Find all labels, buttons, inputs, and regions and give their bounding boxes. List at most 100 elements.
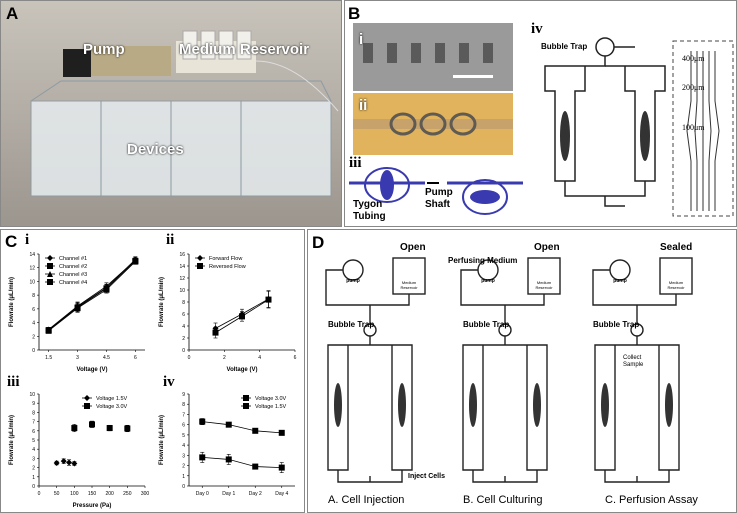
series-line bbox=[48, 260, 136, 331]
data-point bbox=[132, 257, 139, 264]
culture-chamber bbox=[601, 383, 609, 427]
data-point bbox=[45, 327, 52, 334]
legend-label: Voltage 1.5V bbox=[255, 404, 287, 410]
d-perfusing: Perfusing Medium bbox=[448, 256, 518, 265]
reservoir-text: Reservoir bbox=[400, 285, 418, 290]
data-point bbox=[53, 460, 60, 466]
d-bubble-3: Bubble Trap bbox=[593, 320, 640, 329]
data-point bbox=[74, 304, 81, 311]
x-axis-label: Voltage (V) bbox=[77, 367, 108, 373]
y-axis-label: Flowrate (μL/min) bbox=[9, 415, 15, 465]
x-tick-label: 50 bbox=[54, 491, 60, 497]
data-point bbox=[66, 459, 73, 466]
d-open-2: Open bbox=[534, 242, 560, 253]
panel-a-label: A bbox=[6, 4, 19, 23]
legend-label: Voltage 3.0V bbox=[255, 396, 287, 402]
data-point bbox=[71, 425, 78, 432]
y-tick-label: 9 bbox=[32, 401, 35, 407]
outlet bbox=[604, 470, 670, 483]
devices-label: Devices bbox=[127, 141, 184, 158]
legend-label: Channel #4 bbox=[59, 280, 87, 286]
y-axis-label: Flowrate (μL/min) bbox=[159, 415, 165, 465]
y-tick-label: 4 bbox=[32, 447, 35, 453]
y-tick-label: 4 bbox=[182, 324, 185, 330]
y-tick-label: 16 bbox=[179, 252, 185, 258]
data-point bbox=[106, 425, 113, 432]
data-point bbox=[199, 454, 206, 461]
x-tick-label: 300 bbox=[141, 491, 150, 497]
panel-b-label: B bbox=[348, 4, 361, 23]
culture-chamber bbox=[334, 383, 342, 427]
reservoir-text: Reservoir bbox=[535, 285, 553, 290]
c-i-label: i bbox=[25, 232, 30, 248]
y-tick-label: 1 bbox=[182, 474, 185, 480]
y-tick-label: 0 bbox=[182, 348, 185, 354]
legend-marker bbox=[197, 263, 203, 269]
y-tick-label: 7 bbox=[32, 420, 35, 426]
y-tick-label: 10 bbox=[29, 279, 35, 285]
legend-marker bbox=[84, 403, 90, 409]
data-point bbox=[103, 285, 110, 292]
y-tick-label: 2 bbox=[182, 336, 185, 342]
c-iii-label: iii bbox=[7, 374, 20, 390]
y-tick-label: 0 bbox=[182, 484, 185, 490]
pump-text: pump bbox=[481, 278, 495, 284]
tubing bbox=[460, 269, 545, 325]
diagram-b-iii bbox=[349, 167, 523, 215]
y-tick-label: 0 bbox=[32, 484, 35, 490]
y-tick-label: 12 bbox=[179, 276, 185, 282]
pump-label: Pump bbox=[83, 41, 125, 58]
data-point bbox=[225, 456, 232, 463]
y-tick-label: 2 bbox=[32, 466, 35, 472]
tubing-label: Tubing bbox=[353, 211, 386, 222]
y-tick-label: 8 bbox=[32, 410, 35, 416]
data-point bbox=[252, 463, 259, 470]
legend-marker bbox=[243, 403, 249, 409]
reservoir-text: Medium bbox=[669, 280, 684, 285]
reservoir-text: Medium bbox=[537, 280, 552, 285]
x-tick-label: 3 bbox=[76, 355, 79, 361]
x-tick-label: Day 1 bbox=[222, 491, 235, 497]
data-point bbox=[199, 418, 206, 425]
legend-marker bbox=[243, 395, 249, 401]
diagram-b-iv bbox=[544, 37, 734, 217]
reservoir-text: Reservoir bbox=[667, 285, 685, 290]
culture-chamber bbox=[665, 383, 673, 427]
b-i-label: i bbox=[359, 31, 364, 48]
legend-marker bbox=[197, 255, 203, 261]
y-tick-label: 5 bbox=[182, 433, 185, 439]
y-tick-label: 3 bbox=[32, 456, 35, 462]
x-tick-label: Day 2 bbox=[249, 491, 262, 497]
b-iii-label: iii bbox=[349, 155, 362, 171]
legend-marker bbox=[47, 255, 53, 261]
medium-reservoir-label: Medium Reservoir bbox=[179, 41, 310, 58]
x-axis-label: Voltage (V) bbox=[227, 367, 258, 373]
dim-100-label: 100μm bbox=[682, 123, 705, 132]
pump-text: pump bbox=[613, 278, 627, 284]
d-sealed: Sealed bbox=[660, 242, 693, 253]
data-point bbox=[278, 464, 285, 471]
d-caption-a: A. Cell Injection bbox=[328, 494, 405, 506]
x-tick-label: 1.5 bbox=[45, 355, 52, 361]
legend-label: Reversed Flow bbox=[209, 264, 246, 270]
y-tick-label: 8 bbox=[182, 300, 185, 306]
d-collect: Collect Sample bbox=[623, 355, 644, 368]
x-tick-label: 250 bbox=[123, 491, 132, 497]
pump-icon bbox=[609, 259, 631, 281]
data-point bbox=[278, 429, 285, 436]
x-axis-label: Pressure (Pa) bbox=[73, 503, 112, 509]
y-tick-label: 6 bbox=[182, 312, 185, 318]
y-axis-label: Flowrate (μL/min) bbox=[159, 277, 165, 327]
panel-a-photo bbox=[1, 1, 341, 226]
x-tick-label: 2 bbox=[223, 355, 226, 361]
y-tick-label: 4 bbox=[182, 443, 185, 449]
y-tick-label: 2 bbox=[32, 334, 35, 340]
x-tick-label: 4.5 bbox=[103, 355, 110, 361]
x-tick-label: Day 0 bbox=[196, 491, 209, 497]
